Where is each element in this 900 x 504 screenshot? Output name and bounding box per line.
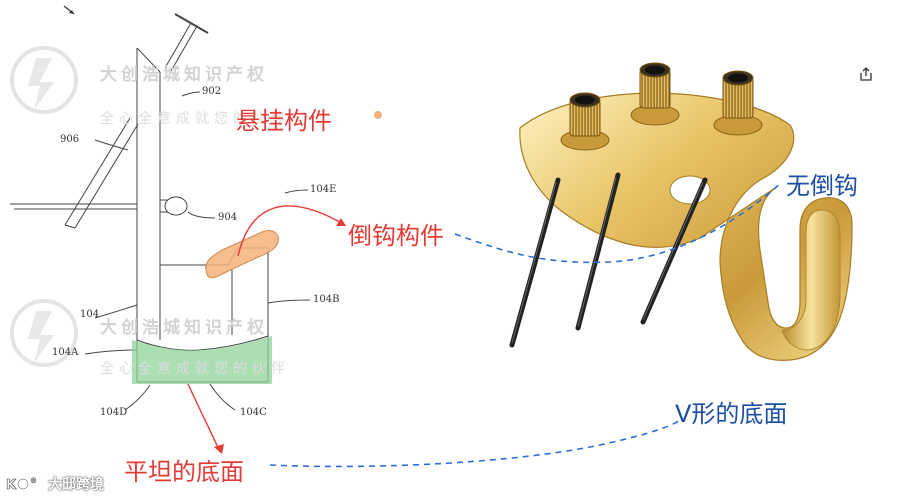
gold-hanger-photo (509, 62, 853, 361)
label-v-bottom: V形的底面 (675, 400, 788, 428)
ref-906: 906 (60, 134, 80, 145)
label-hanging-member: 悬挂构件 (236, 107, 332, 135)
red-arrows (187, 205, 346, 453)
ref-104e: 104E (310, 184, 337, 195)
flat-bottom-highlight (132, 336, 272, 384)
orange-dot (374, 111, 382, 119)
label-no-barb: 无倒钩 (786, 172, 858, 200)
brand-name: 大邸跨境 (48, 477, 104, 493)
label-flat-bottom: 平坦的底面 (124, 458, 244, 486)
ref-902: 902 (202, 86, 222, 97)
svg-text:®: ® (30, 477, 37, 485)
svg-text:K: K (6, 478, 17, 493)
watermark-logo-bottom (10, 299, 78, 367)
label-barb-member: 倒钩构件 (348, 222, 444, 250)
share-icon[interactable] (858, 66, 874, 82)
barb-highlight (205, 230, 279, 279)
watermark-line1: 大创浩城知识产权 (100, 65, 268, 85)
ref-104d: 104D (100, 407, 128, 418)
ref-904: 904 (218, 212, 238, 223)
ref-104b: 104B (313, 294, 340, 305)
watermark-line2: 全心全意成就您的伙伴 (100, 111, 290, 127)
watermark-line1-lower: 大创浩城知识产权 (100, 318, 268, 338)
corner-arrow-icon (63, 5, 75, 15)
brand-logo-icon: K ® (6, 477, 37, 493)
ref-104: 104 (80, 309, 100, 320)
blue-dashed-connectors (269, 181, 783, 468)
ref-104c: 104C (240, 407, 267, 418)
arrow-head-flat (214, 444, 224, 454)
watermark-logo-top (10, 46, 78, 114)
brand-watermark: K ® 大邸跨境 (6, 474, 104, 494)
watermark-line2-lower: 全心全意成就您的伙伴 (100, 361, 290, 377)
arrow-head-barb (336, 218, 346, 226)
ref-104a: 104A (52, 347, 79, 358)
